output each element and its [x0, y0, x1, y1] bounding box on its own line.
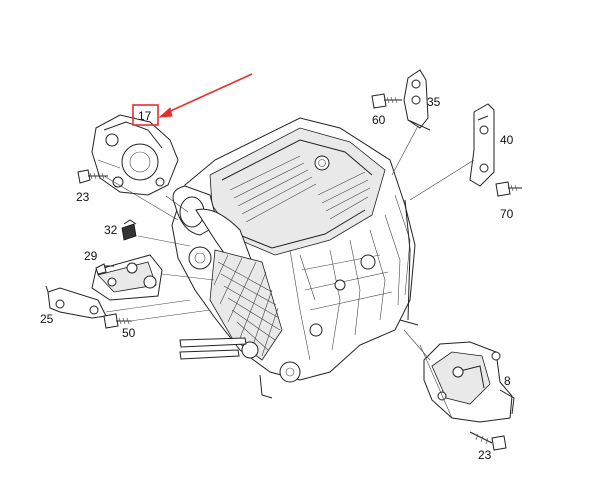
part-25-bracket: [45, 285, 107, 319]
callout-50[interactable]: 50: [122, 326, 136, 340]
callout-17[interactable]: 17: [138, 109, 152, 123]
callout-60[interactable]: 60: [372, 113, 386, 127]
callout-23-lower[interactable]: 23: [478, 448, 492, 462]
callout-29[interactable]: 29: [84, 249, 98, 263]
callout-32[interactable]: 32: [104, 223, 118, 237]
part-17-vacuum-pump: [91, 114, 179, 196]
callout-40[interactable]: 40: [500, 133, 514, 147]
part-8-engine-mount: [423, 341, 515, 423]
callout-35[interactable]: 35: [427, 95, 441, 109]
bolt-23-upper: [77, 169, 108, 184]
bolt-23-lower: [469, 431, 507, 451]
engine-block: [171, 117, 419, 399]
leader-lines: [103, 125, 475, 419]
bolt-50: [103, 313, 132, 329]
callout-70[interactable]: 70: [500, 207, 514, 221]
part-29-bracket: [91, 254, 163, 301]
bolt-60: [371, 93, 402, 109]
bolt-70: [495, 181, 522, 197]
part-35-bracket: [403, 69, 431, 131]
callout-17-highlight-box: [132, 104, 159, 126]
callout-17-highlight-arrow: [165, 73, 253, 114]
part-32-clip: [121, 219, 137, 241]
callouts: 17 23 32 29 25 50 60 35 40 70 8 23: [40, 73, 514, 462]
callout-25[interactable]: 25: [40, 312, 54, 326]
callout-17-highlight-arrowhead: [158, 107, 173, 118]
callout-23-upper[interactable]: 23: [76, 190, 90, 204]
part-40-bracket: [469, 103, 495, 187]
callout-8[interactable]: 8: [504, 374, 511, 388]
